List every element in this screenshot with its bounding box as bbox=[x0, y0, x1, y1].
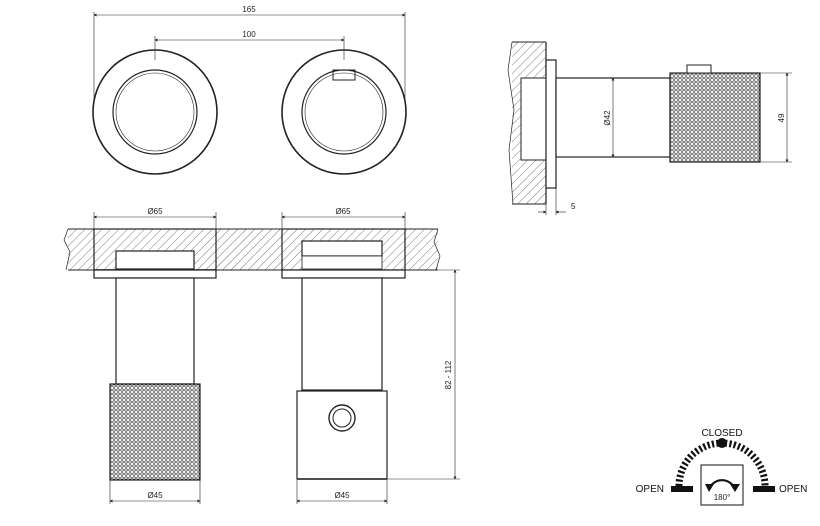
dim-flange-thickness: 5 bbox=[571, 202, 576, 211]
closed-label: CLOSED bbox=[701, 428, 742, 439]
right-rosette-inner bbox=[301, 69, 387, 155]
left-rosette-outer bbox=[92, 49, 218, 175]
open-right-label: OPEN bbox=[779, 484, 807, 495]
right-rosette-outer bbox=[281, 49, 407, 175]
dim-side-handle: 49 bbox=[777, 113, 786, 122]
dim-left-flange: Ø65 bbox=[147, 207, 163, 216]
right-body bbox=[301, 277, 383, 391]
open-right-bar bbox=[753, 486, 775, 492]
right-handle-button bbox=[328, 404, 356, 432]
dim-side-body: Ø42 bbox=[603, 110, 612, 126]
left-body bbox=[115, 277, 195, 385]
wall-section bbox=[68, 229, 94, 270]
dim-right-flange: Ø65 bbox=[335, 207, 351, 216]
dim-center-distance: 100 bbox=[242, 30, 256, 39]
rotation-angle-label: 180° bbox=[714, 493, 731, 502]
left-knurled-handle bbox=[109, 383, 201, 481]
side-view bbox=[507, 41, 792, 215]
dim-left-handle: Ø45 bbox=[147, 491, 163, 500]
section-view bbox=[63, 212, 460, 504]
front-view bbox=[92, 12, 407, 175]
side-knurled-handle bbox=[669, 72, 761, 163]
left-rosette-inner bbox=[112, 69, 198, 155]
right-handle-indicator bbox=[332, 69, 356, 81]
closed-marker-dot bbox=[717, 438, 727, 448]
dim-overall-width: 165 bbox=[242, 5, 256, 14]
dim-installation-depth: 82 - 112 bbox=[444, 360, 453, 389]
open-left-bar bbox=[671, 486, 693, 492]
right-handle bbox=[296, 390, 388, 480]
open-left-label: OPEN bbox=[636, 484, 664, 495]
dim-right-body: Ø45 bbox=[334, 491, 350, 500]
rotation-diagram bbox=[671, 438, 775, 506]
